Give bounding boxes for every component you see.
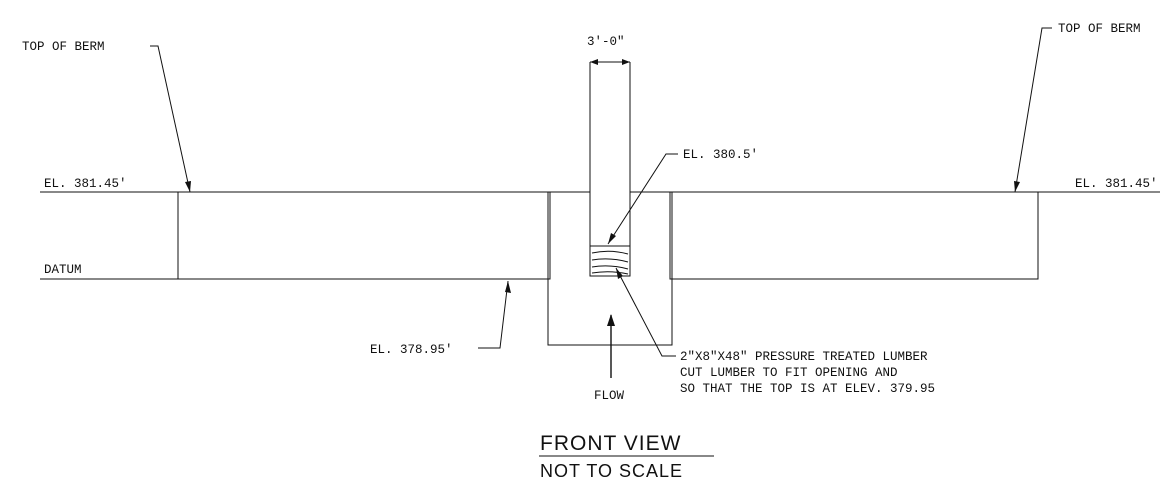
el-bottom-label: EL. 378.95': [370, 343, 453, 357]
el-opening-label: EL. 380.5': [683, 148, 758, 162]
top-of-berm-left-leader: [150, 45, 191, 193]
el-berm-left-label: EL. 381.45': [44, 177, 127, 191]
scale-note: NOT TO SCALE: [540, 461, 683, 481]
top-of-berm-right-leader: [1014, 27, 1052, 193]
flow-label: FLOW: [594, 389, 625, 403]
view-title: FRONT VIEW: [540, 432, 681, 455]
datum-label: DATUM: [44, 263, 82, 277]
lumber-note-leader: [615, 267, 676, 357]
berm-left: [177, 191, 551, 280]
el-bottom-leader: [478, 280, 509, 349]
berm-right: [669, 191, 1039, 280]
el-berm-right-label: EL. 381.45': [1075, 177, 1158, 191]
lumber-note-line-2: CUT LUMBER TO FIT OPENING AND: [680, 366, 898, 380]
top-of-berm-right-label: TOP OF BERM: [1058, 22, 1141, 36]
lumber-board: [589, 245, 631, 277]
el-opening-leader: [607, 153, 678, 245]
opening-width-label: 3'-0": [587, 35, 625, 49]
lumber-grain: [591, 250, 629, 275]
lumber-note-line-1: 2"X8"X48" PRESSURE TREATED LUMBER: [680, 350, 928, 364]
top-of-berm-left-label: TOP OF BERM: [22, 40, 105, 54]
lumber-note-line-3: SO THAT THE TOP IS AT ELEV. 379.95: [680, 382, 935, 396]
